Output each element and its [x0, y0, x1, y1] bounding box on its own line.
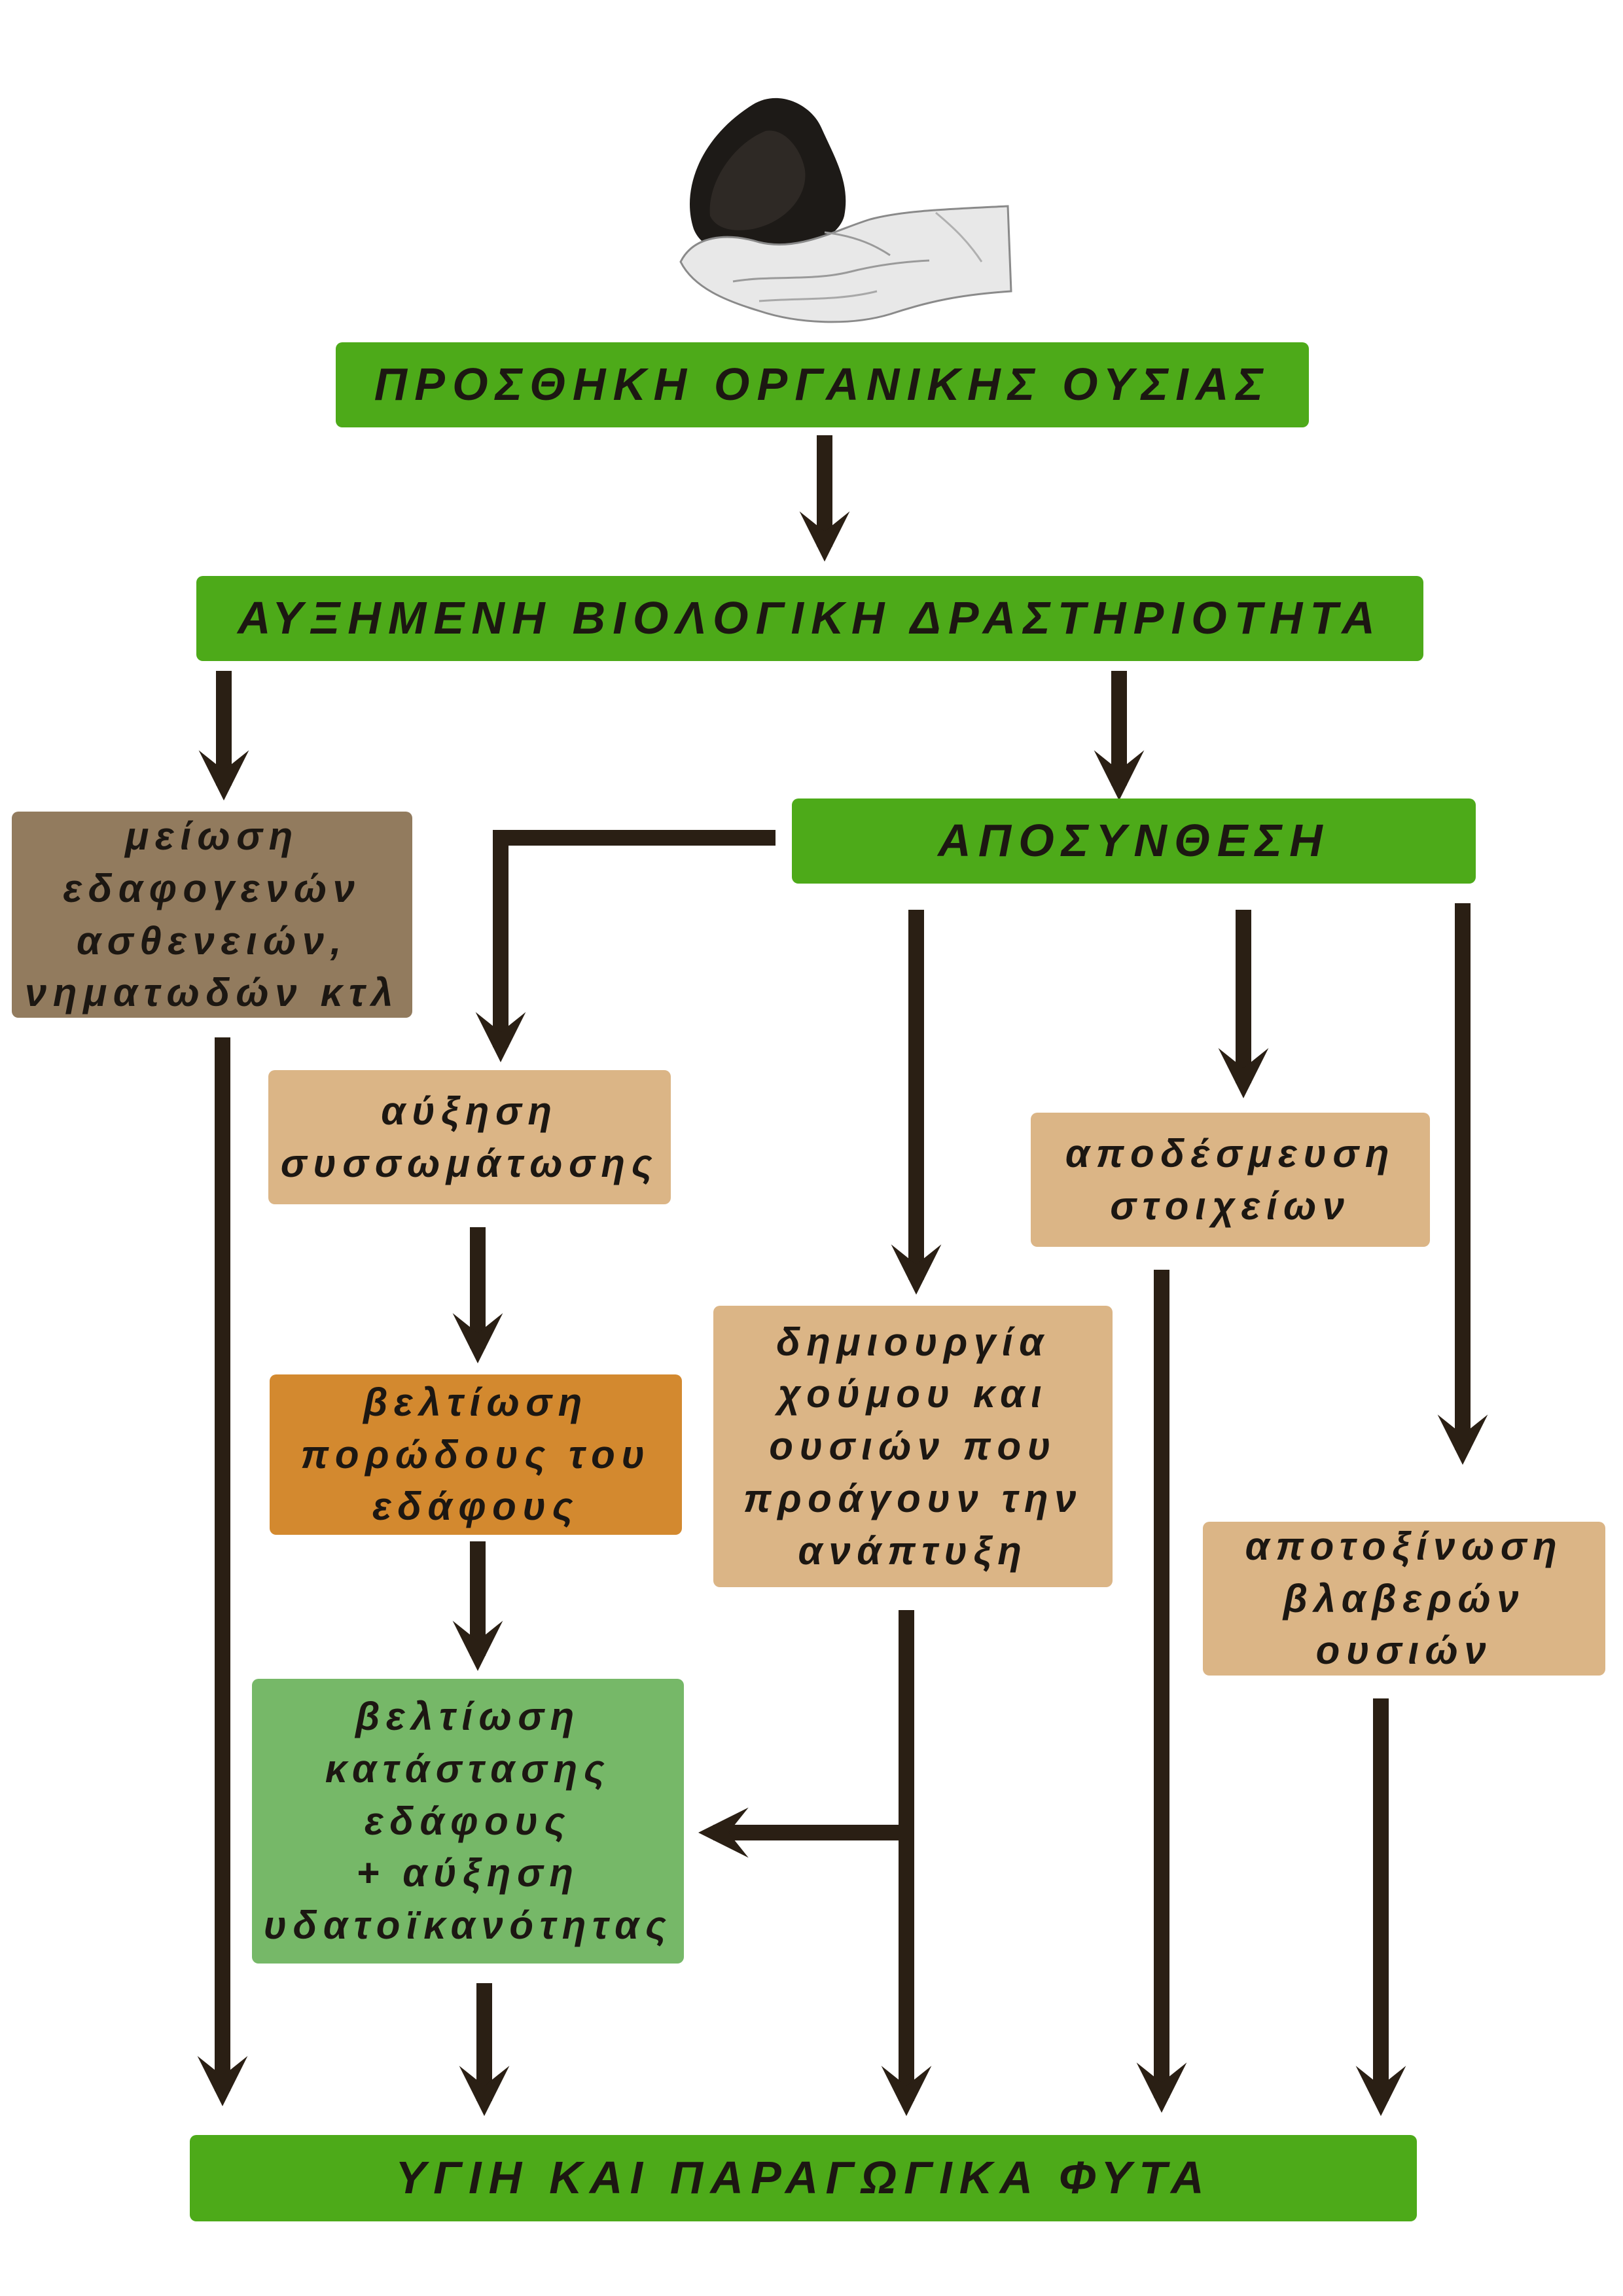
label-decomposition: ΑΠΟΣΥΝΘΕΣΗ	[938, 815, 1330, 867]
box-humus-creation: δημιουργία χούμου και ουσιών που προάγου…	[713, 1306, 1113, 1587]
box-add-organic-matter: ΠΡΟΣΘΗΚΗ ΟΡΓΑΝΙΚΗΣ ΟΥΣΙΑΣ	[336, 342, 1309, 427]
label-add-organic-matter: ΠΡΟΣΘΗΚΗ ΟΡΓΑΝΙΚΗΣ ΟΥΣΙΑΣ	[374, 359, 1271, 410]
label-humus-creation: δημιουργία χούμου και ουσιών που προάγου…	[743, 1319, 1083, 1573]
box-nutrient-release: αποδέσμευση στοιχείων	[1031, 1113, 1430, 1247]
arrow-decomposition-to-aggregation	[475, 830, 776, 1063]
label-biological-activity: ΑΥΞΗΜΕΝΗ ΒΙΟΛΟΓΙΚΗ ΔΡΑΣΤΗΡΙΟΤΗΤΑ	[237, 592, 1383, 644]
box-soil-condition: βελτίωση κατάστασης εδάφους + αύξηση υδα…	[252, 1679, 684, 1964]
hands-holding-soil-icon	[679, 98, 1012, 323]
box-healthy-plants: ΥΓΙΗ ΚΑΙ ΠΑΡΑΓΩΓΙΚΑ ΦΥΤΑ	[190, 2135, 1417, 2221]
box-decomposition: ΑΠΟΣΥΝΘΕΣΗ	[792, 798, 1476, 884]
box-porosity: βελτίωση πορώδους του εδάφους	[270, 1374, 682, 1535]
label-detoxification: αποτοξίνωση βλαβερών ουσιών	[1245, 1524, 1563, 1673]
label-porosity: βελτίωση πορώδους του εδάφους	[300, 1380, 651, 1529]
label-aggregation: αύξηση συσσωμάτωσης	[280, 1088, 659, 1185]
label-nutrient-release: αποδέσμευση στοιχείων	[1065, 1131, 1396, 1228]
box-detoxification: αποτοξίνωση βλαβερών ουσιών	[1203, 1522, 1605, 1676]
box-aggregation: αύξηση συσσωμάτωσης	[268, 1070, 671, 1204]
box-disease-reduction: μείωση εδαφογενών ασθενειών, νηματωδών κ…	[12, 812, 412, 1018]
label-healthy-plants: ΥΓΙΗ ΚΑΙ ΠΑΡΑΓΩΓΙΚΑ ΦΥΤΑ	[395, 2152, 1211, 2204]
box-biological-activity: ΑΥΞΗΜΕΝΗ ΒΙΟΛΟΓΙΚΗ ΔΡΑΣΤΗΡΙΟΤΗΤΑ	[196, 576, 1423, 661]
label-soil-condition: βελτίωση κατάστασης εδάφους + αύξηση υδα…	[263, 1695, 673, 1948]
label-disease-reduction: μείωση εδαφογενών ασθενειών, νηματωδών κ…	[24, 814, 400, 1015]
